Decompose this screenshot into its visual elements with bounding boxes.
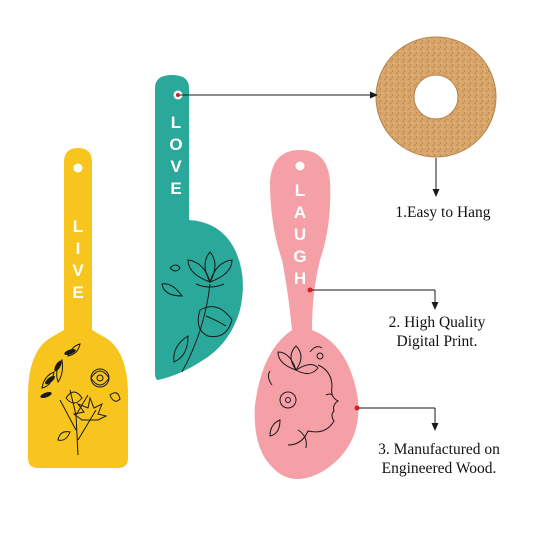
cork-ring (375, 36, 497, 158)
callout-wood-line1: 3. Manufactured on (378, 441, 500, 458)
teal-hole-marker (176, 93, 180, 97)
teal-spatula (155, 75, 243, 380)
callout-print-line1: 2. High Quality (388, 314, 486, 331)
live-letter: E (72, 283, 84, 302)
live-letter: I (75, 239, 81, 258)
cork-ring-outline (375, 36, 497, 158)
wood-down-arrowhead (431, 423, 439, 431)
love-letter: L (170, 113, 182, 132)
laugh-letter: L (294, 181, 306, 200)
hang-down-arrowhead (432, 189, 440, 197)
laugh-letter: H (293, 269, 307, 288)
callout-print-line2: Digital Print. (396, 333, 478, 350)
laugh-word: L A U G H (292, 180, 308, 290)
callout-digital-print: 2. High Quality Digital Print. (362, 313, 512, 351)
flower-bouquet-drawing (41, 343, 121, 456)
callout-engineered-wood: 3. Manufactured on Engineered Wood. (355, 440, 523, 478)
pink-spoon (254, 150, 359, 479)
yellow-hang-hole (73, 163, 83, 173)
pink-hang-hole (295, 161, 305, 171)
print-down-arrowhead (431, 302, 439, 310)
laugh-letter: A (293, 203, 307, 222)
live-letter: V (72, 261, 84, 280)
love-word: L O V E (168, 112, 184, 200)
callout-wood-line2: Engineered Wood. (381, 460, 497, 477)
callout-hang-text: 1.Easy to Hang (395, 204, 491, 221)
teal-spatula-body (155, 75, 243, 380)
callout-lines (180, 91, 440, 431)
love-letter: V (170, 157, 182, 176)
cork-ring-hole (413, 74, 459, 120)
live-word: L I V E (70, 216, 86, 304)
love-letter: E (170, 179, 182, 198)
print-marker-dot (307, 287, 313, 293)
face-floral-drawing (267, 345, 339, 449)
laugh-letter: G (293, 247, 307, 266)
yellow-spatula-body (28, 148, 128, 468)
callout-easy-to-hang: 1.Easy to Hang (378, 203, 508, 222)
yellow-spatula (28, 148, 128, 468)
live-letter: L (72, 217, 84, 236)
lotus-drawing (161, 251, 233, 373)
love-letter: O (169, 135, 183, 154)
wood-marker-dot (354, 405, 360, 411)
laugh-letter: U (293, 225, 307, 244)
hang-leader-arrowhead (370, 91, 378, 99)
leaf-silhouettes (40, 348, 76, 399)
